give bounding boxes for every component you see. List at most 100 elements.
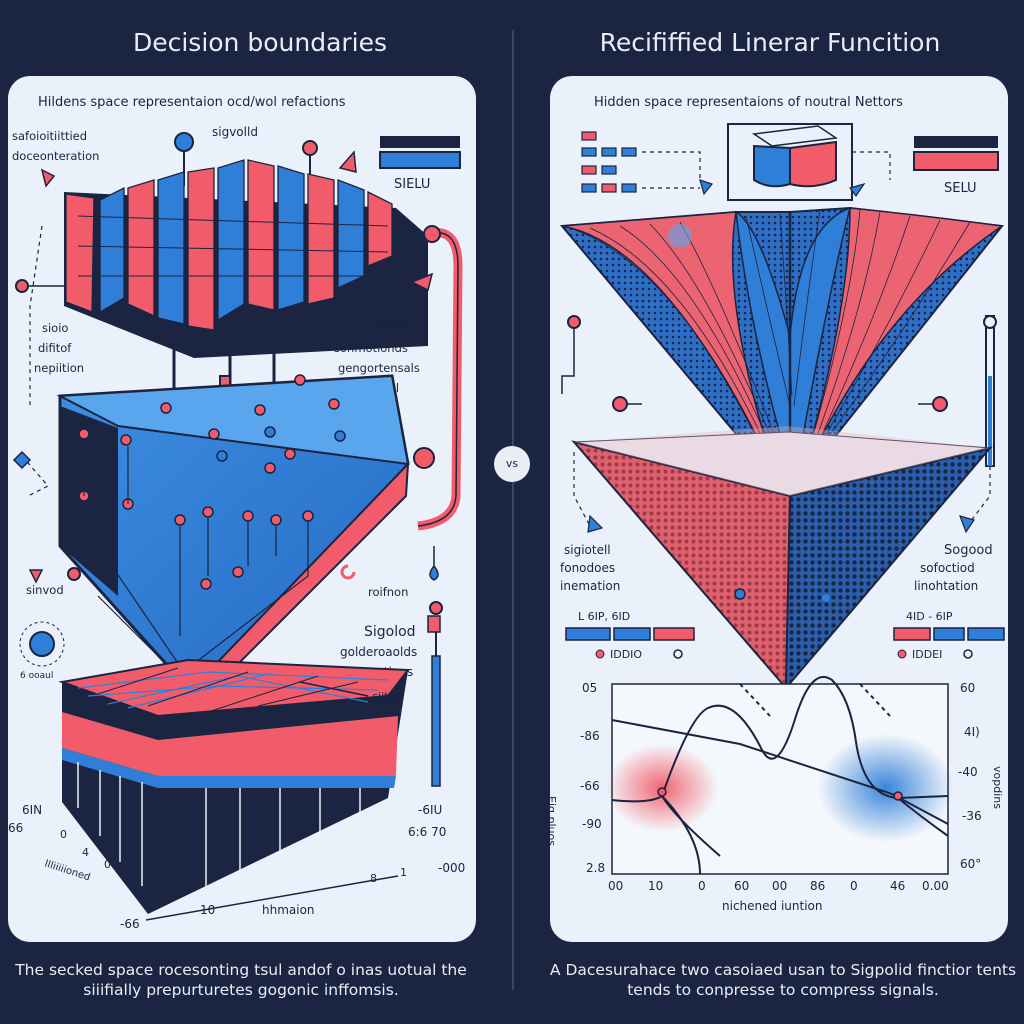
y-right-2: 4I): [964, 725, 980, 739]
label-mid-left-1: sioio: [42, 321, 68, 335]
x-8: 46: [890, 879, 905, 893]
legend-bar-navy: [380, 136, 460, 148]
tick-2: 4: [82, 846, 89, 859]
right-panel-title: Recififfied Linerar Funcition: [599, 28, 941, 57]
coral-node-icon: [413, 447, 435, 469]
tick-3: 0: [104, 858, 111, 871]
right-panel: Hidden space representaions of noutral N…: [550, 76, 1008, 942]
pointer-arrow-icon: [40, 168, 56, 188]
label-mid-left-3: nepiition: [34, 361, 84, 375]
right-edge-3: -000: [438, 861, 465, 875]
y-right-1: 60: [960, 681, 975, 695]
axis-name: Illiiiiioned: [43, 858, 91, 883]
legend-bar-navy: [914, 136, 998, 148]
right-caption: A Dacesurahace two casoiaed usan to Sigp…: [549, 961, 1017, 999]
x-4: 60: [734, 879, 749, 893]
label-left-3: inemation: [560, 579, 620, 593]
y-right-5: 60°: [960, 857, 981, 871]
pointer-arrow-icon: [28, 569, 44, 584]
pointer-arrow-icon: [959, 515, 975, 534]
x-6: 86: [810, 879, 825, 893]
x-1: 00: [608, 879, 623, 893]
curve-sigmoid: [661, 675, 949, 800]
right-edge-2: 6:6 70: [408, 825, 446, 839]
left-diagram: Hildens space representaion ocd/wol refa…: [8, 95, 465, 931]
blue-node-icon: [174, 132, 194, 152]
pointer-arrow-icon: [587, 514, 604, 533]
label-top-left-2: doceonteration: [12, 149, 99, 163]
y-left-1: 05: [582, 681, 597, 695]
label-top-left-1: safoioitiittied: [12, 129, 87, 143]
curve-branch-right: [897, 797, 949, 837]
label-low-mid: roifnon: [368, 585, 408, 599]
left-edge-1: 6IN: [22, 803, 42, 817]
data-point: [657, 787, 667, 797]
label-right-2: sofoctiod: [920, 561, 975, 575]
y-right-name: vopdins: [991, 766, 1004, 809]
left-caption: The secked space rocesonting tsul andof …: [15, 961, 467, 999]
legend-label: SIELU: [394, 177, 430, 192]
label-circle: 6 ooaul: [20, 671, 53, 681]
tick-1: 0: [60, 828, 67, 841]
center-divider: [512, 30, 514, 990]
bottom-num-1: -66: [120, 917, 140, 931]
x-5: 00: [772, 879, 787, 893]
pointer-arrow-icon: [848, 182, 866, 198]
y-left-4: -90: [582, 817, 602, 831]
y-left-3: -66: [580, 779, 600, 793]
label-left-1: sigiotell: [564, 543, 611, 557]
label-mid-right-3: gengortensals: [338, 361, 420, 375]
base-block-blue: [784, 446, 993, 691]
legend-bar-coral: [913, 151, 999, 171]
right-edge-1: -6IU: [418, 803, 442, 817]
coral-node-icon: [302, 140, 318, 156]
label-right-3: linohtation: [914, 579, 978, 593]
bottom-num-2: 10: [200, 903, 215, 917]
diamond-icon: [12, 450, 32, 470]
y-right-3: -40: [958, 765, 978, 779]
pointer-arrow-icon: [338, 150, 357, 173]
bottom-axis: hhmaion: [262, 903, 315, 917]
data-point: [893, 791, 903, 801]
top-layer-block: [64, 192, 428, 358]
blue-node-icon: [29, 631, 55, 657]
x-7: 0: [850, 879, 858, 893]
y-left-name: Ejg pluos: [550, 796, 558, 846]
curve-linear: [611, 719, 949, 825]
y-left-2: -86: [580, 729, 600, 743]
left-badge: IDDIO: [610, 648, 642, 661]
x-3: 0: [698, 879, 706, 893]
label-sig-1: Sigolod: [364, 624, 416, 640]
tick-5: 8: [370, 872, 377, 885]
label-left-2: fonodoes: [560, 561, 615, 575]
y-left-5: 2.8: [586, 861, 605, 875]
label-mid-left-2: difitof: [38, 341, 72, 355]
legend-bar-blue: [379, 151, 461, 169]
label-leader: ciitiol: [372, 690, 401, 703]
pointer-arrow-icon: [699, 179, 714, 196]
left-subtitle: Hildens space representaion ocd/wol refa…: [38, 95, 346, 110]
left-panel-title: Decision boundaries: [132, 28, 388, 57]
x-9: 0.00: [922, 879, 949, 893]
label-mid-right-2: sonmotionds: [334, 341, 408, 355]
label-right-1: Sogood: [944, 543, 993, 558]
tick-6: 1: [400, 866, 407, 879]
vs-badge: vs: [494, 446, 530, 482]
y-right-4: -36: [962, 809, 982, 823]
right-diagram: Hidden space representaions of noutral N…: [550, 95, 1005, 913]
left-panel: Hildens space representaion ocd/wol refa…: [8, 76, 476, 942]
x-2: 10: [648, 879, 663, 893]
label-right-scale: 4ID - 6IP: [906, 610, 953, 623]
right-subtitle: Hidden space representaions of noutral N…: [594, 95, 903, 110]
label-left-scale: L 6IP, 6ID: [578, 610, 630, 623]
label-sig-2: golderoaolds: [340, 645, 417, 659]
left-edge-2: 66: [8, 821, 23, 835]
legend-label: SELU: [944, 181, 977, 196]
x-axis-name: nichened iuntion: [722, 899, 822, 913]
drop-icon: [429, 546, 439, 581]
label-sigmoid-top: sigvolld: [212, 125, 258, 139]
coral-node-icon: [15, 279, 29, 293]
tick-4: 6: [126, 872, 133, 885]
label-mid-right-1: roinod: [368, 319, 404, 333]
curve-branch-left: [661, 795, 701, 875]
